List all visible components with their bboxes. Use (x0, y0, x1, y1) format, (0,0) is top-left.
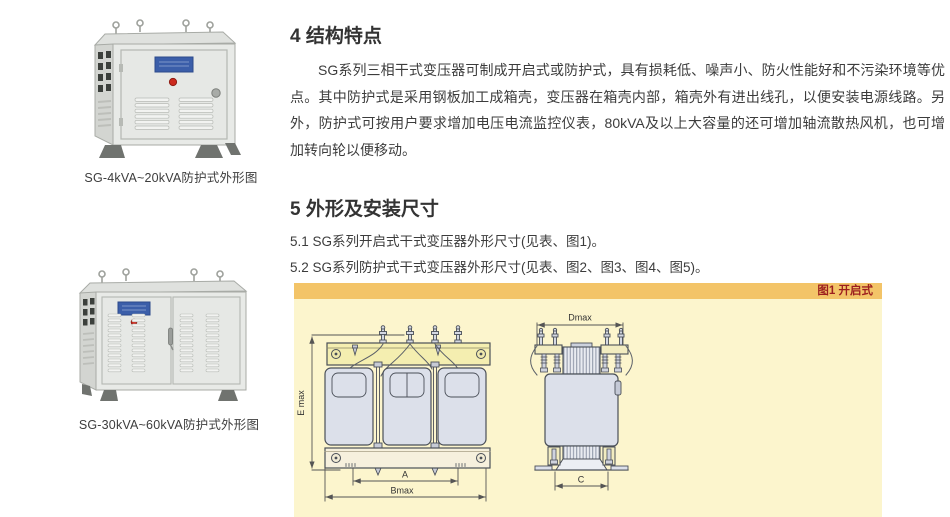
hv-bushings (379, 325, 462, 344)
dim-label-emax: E max (296, 390, 306, 416)
section4-paragraph: SG系列三相干式变压器可制成开启式或防护式，具有损耗低、噪声小、防火性能好和不污… (290, 62, 945, 158)
figure1-title-strip: 图1 开启式 (294, 283, 882, 299)
terminal-tab (614, 380, 622, 396)
bottom-bolts (550, 448, 613, 465)
foot-left (534, 465, 553, 471)
coil-body (544, 373, 619, 447)
feet (82, 384, 238, 401)
nameplate (117, 301, 151, 316)
base-beam (324, 447, 491, 469)
feet (99, 143, 241, 158)
side-vent-slots (83, 298, 95, 326)
cabinet-door (120, 49, 228, 140)
foot-right (610, 465, 629, 471)
nameplate (154, 56, 194, 73)
dim-label-bmax: Bmax (390, 486, 414, 496)
section5-heading: 5 外形及安装尺寸 (290, 199, 439, 220)
winding-blocks (324, 367, 487, 446)
transformer-photo-small (93, 19, 241, 158)
side-lead-wires (530, 345, 633, 376)
photo-caption-large: SG-30kVA~60kVA防护式外形图 (78, 418, 260, 432)
side-view: Dmax (530, 313, 633, 491)
clamp-bolts (540, 353, 622, 373)
dim-b (324, 467, 487, 502)
section5-item2: 5.2 SG系列防护式干式变压器外形尺寸(见表、图2、图3、图4、图5)。 (290, 260, 709, 275)
figure1-panel: 图1 开启式 (294, 283, 882, 517)
figure1-label: 图1 开启式 (817, 285, 873, 297)
dim-label-c: C (578, 475, 585, 485)
tie-rods (373, 361, 440, 477)
lifting-eyes-icon (98, 268, 224, 283)
transformer-photo-large (78, 268, 248, 401)
side-bushings (537, 327, 625, 346)
side-vent-slots (98, 51, 111, 92)
door-handle (168, 327, 174, 351)
dim-a (352, 467, 459, 486)
dim-label-a: A (402, 470, 408, 480)
door-louvers (107, 313, 220, 373)
figure1-drawing: E max (296, 313, 633, 502)
base-slot-marks (345, 463, 466, 467)
side-louvers (97, 100, 112, 127)
top-coil (562, 346, 601, 375)
lifting-eyes-icon (112, 19, 214, 34)
door-lock (211, 88, 221, 98)
dim-label-dmax: Dmax (568, 313, 592, 323)
top-bracket-right (600, 344, 629, 355)
section4-heading: 4 结构特点 (290, 26, 382, 47)
front-view: E max (296, 325, 491, 502)
top-bracket-left (534, 344, 563, 355)
coil-skirt (555, 458, 608, 471)
photo-caption-small: SG-4kVA~20kVA防护式外形图 (84, 171, 258, 185)
side-louvers (82, 332, 95, 365)
dim-e (309, 334, 405, 471)
dim-c (554, 471, 609, 491)
indicator-lamp (168, 77, 178, 87)
section5-item1: 5.1 SG系列开启式干式变压器外形尺寸(见表、图1)。 (290, 234, 606, 249)
door-louvers (134, 97, 214, 130)
